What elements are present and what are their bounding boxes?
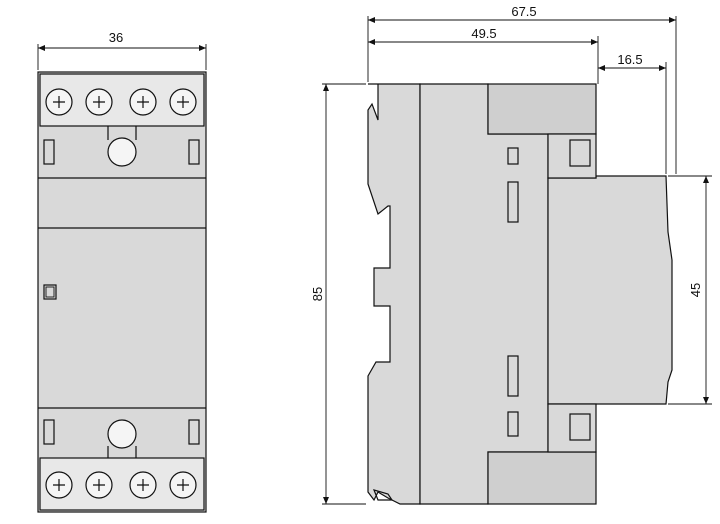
depth-total-label: 67.5 xyxy=(511,4,536,19)
mid-slot-1 xyxy=(507,147,519,165)
side-front-step xyxy=(547,175,673,405)
depth-mid-label: 49.5 xyxy=(471,26,496,41)
depth-step-dimension: 16.5 xyxy=(598,52,667,174)
bottom-left-slot xyxy=(43,419,55,445)
indicator-window xyxy=(43,284,57,300)
top-left-slot xyxy=(43,139,55,165)
side-mid-profile xyxy=(419,83,549,505)
top-knob-icon xyxy=(107,137,137,167)
upper-clip xyxy=(569,139,591,167)
width-label: 36 xyxy=(109,30,123,45)
side-top-front-block xyxy=(487,83,597,135)
lower-clip xyxy=(569,413,591,441)
top-screws xyxy=(45,88,197,116)
side-lower-face xyxy=(547,403,597,453)
mid-slot-4 xyxy=(507,411,519,437)
mid-slot-2 xyxy=(507,181,519,223)
top-right-slot xyxy=(188,139,200,165)
bottom-screws xyxy=(45,471,197,499)
height-total-label: 85 xyxy=(310,287,325,301)
height-total-dimension: 85 xyxy=(310,83,366,505)
side-view: 67.5 49.5 16.5 85 xyxy=(310,4,712,505)
bottom-knob-icon xyxy=(107,419,137,449)
bottom-right-slot xyxy=(188,419,200,445)
depth-total-dimension: 67.5 xyxy=(367,4,677,174)
width-dimension: 36 xyxy=(37,30,207,70)
depth-step-label: 16.5 xyxy=(617,52,642,67)
front-view: 36 xyxy=(37,30,207,513)
mid-slot-3 xyxy=(507,355,519,397)
side-rear-profile xyxy=(367,83,421,505)
height-front-label: 45 xyxy=(688,283,703,297)
height-front-dimension: 45 xyxy=(668,175,712,405)
side-bottom-front-block xyxy=(487,451,597,505)
side-upper-face xyxy=(547,133,597,179)
depth-mid-dimension: 49.5 xyxy=(368,26,599,84)
